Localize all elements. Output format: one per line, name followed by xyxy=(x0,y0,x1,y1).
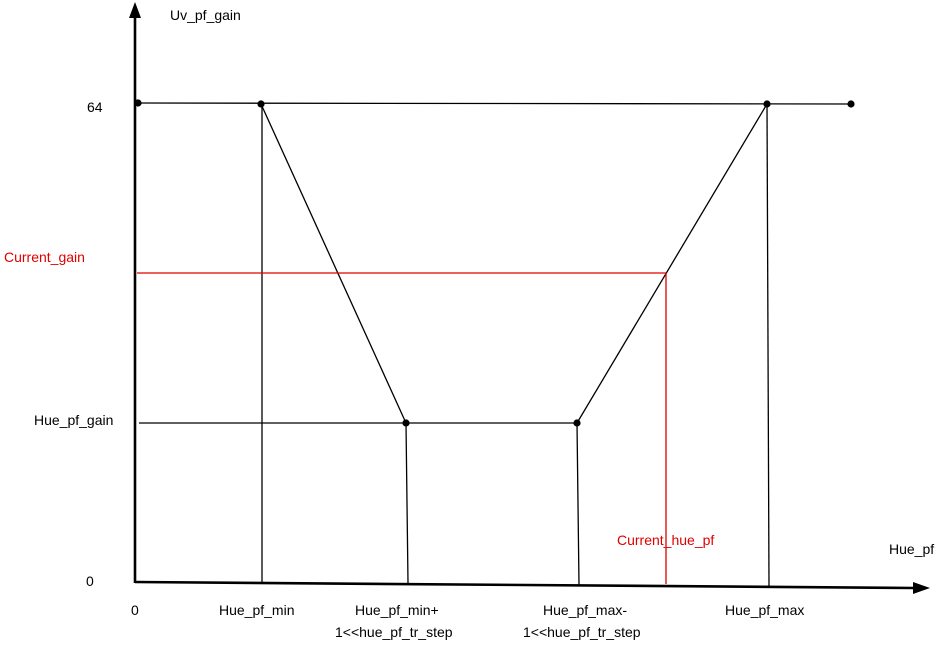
ascending-transition-line xyxy=(576,103,768,424)
y-label-origin: 0 xyxy=(86,573,94,589)
min-step-drop-line xyxy=(405,422,409,584)
hue-pf-max-drop-line xyxy=(766,103,770,587)
y-label-current-gain: Current_gain xyxy=(4,249,85,265)
y-axis-title: Uv_pf_gain xyxy=(170,7,241,23)
point-line-end xyxy=(847,100,855,108)
x-axis xyxy=(134,580,915,590)
descending-transition-line xyxy=(260,103,407,424)
x-label-origin: 0 xyxy=(131,602,139,618)
gain-64-line xyxy=(137,102,852,105)
x-label-hue-pf-min: Hue_pf_min xyxy=(219,602,295,618)
x-axis-title: Hue_pf xyxy=(889,541,934,557)
x-label-min-step-line1: Hue_pf_min+ xyxy=(355,602,439,618)
point-max-step-bottom xyxy=(573,419,581,427)
current-hue-pf-label: Current_hue_pf xyxy=(617,532,714,548)
point-min-step-bottom xyxy=(402,419,410,427)
point-y-64 xyxy=(134,99,142,107)
max-step-drop-line xyxy=(576,422,580,586)
y-label-64: 64 xyxy=(87,99,103,115)
x-axis-arrow xyxy=(913,582,930,594)
point-hue-pf-max-top xyxy=(763,100,771,108)
x-label-max-step-line1: Hue_pf_max- xyxy=(543,602,627,618)
x-label-min-step-line2: 1<<hue_pf_tr_step xyxy=(335,624,453,640)
point-hue-pf-min-top xyxy=(257,100,265,108)
y-label-hue-pf-gain: Hue_pf_gain xyxy=(34,412,113,428)
y-axis-arrow xyxy=(129,2,141,18)
x-label-max-step-line2: 1<<hue_pf_tr_step xyxy=(523,624,641,640)
x-label-hue-pf-max: Hue_pf_max xyxy=(725,602,804,618)
